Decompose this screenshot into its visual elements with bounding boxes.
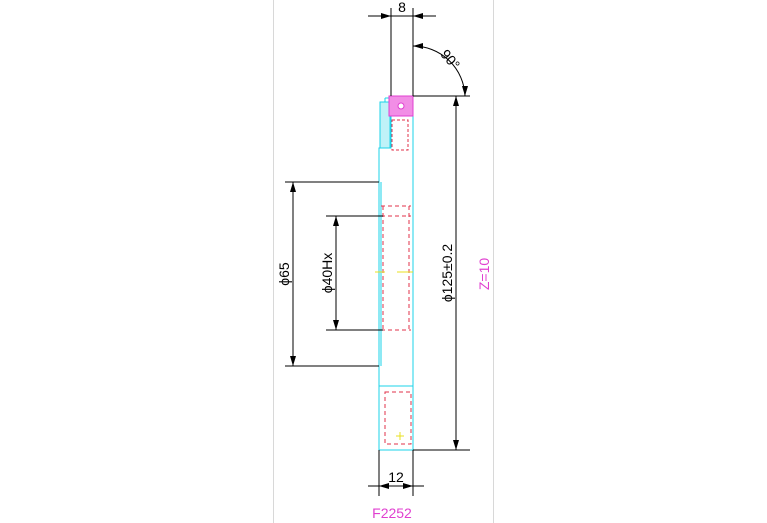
dim-top-width-text: 8: [398, 0, 406, 15]
teeth-count-label: Z=10: [476, 258, 492, 291]
shaft-outline: [378, 97, 414, 451]
key-block: [388, 95, 414, 151]
part-number-label: F2252: [372, 505, 412, 521]
dim-pitch-diameter-text: ϕ125±0.2: [439, 244, 455, 303]
dim-outer-diameter: ϕ65: [276, 181, 379, 367]
dim-bottom-width-text: 12: [388, 469, 404, 485]
dim-bore-diameter-text: ϕ40Hx: [319, 253, 335, 294]
dim-pitch-diameter: ϕ125±0.2: [413, 96, 470, 451]
dim-bore-diameter: ϕ40Hx: [319, 215, 383, 331]
hidden-bore-lines: [375, 205, 413, 445]
paper-area: [273, 0, 494, 523]
dim-top-width: 8: [368, 0, 436, 96]
dim-angle-text: 90°: [437, 46, 463, 73]
dim-bottom-width: 12: [368, 450, 424, 496]
dim-angle: 90°: [412, 43, 470, 97]
hatch-region: [379, 101, 391, 149]
dim-outer-diameter-text: ϕ65: [276, 262, 292, 286]
